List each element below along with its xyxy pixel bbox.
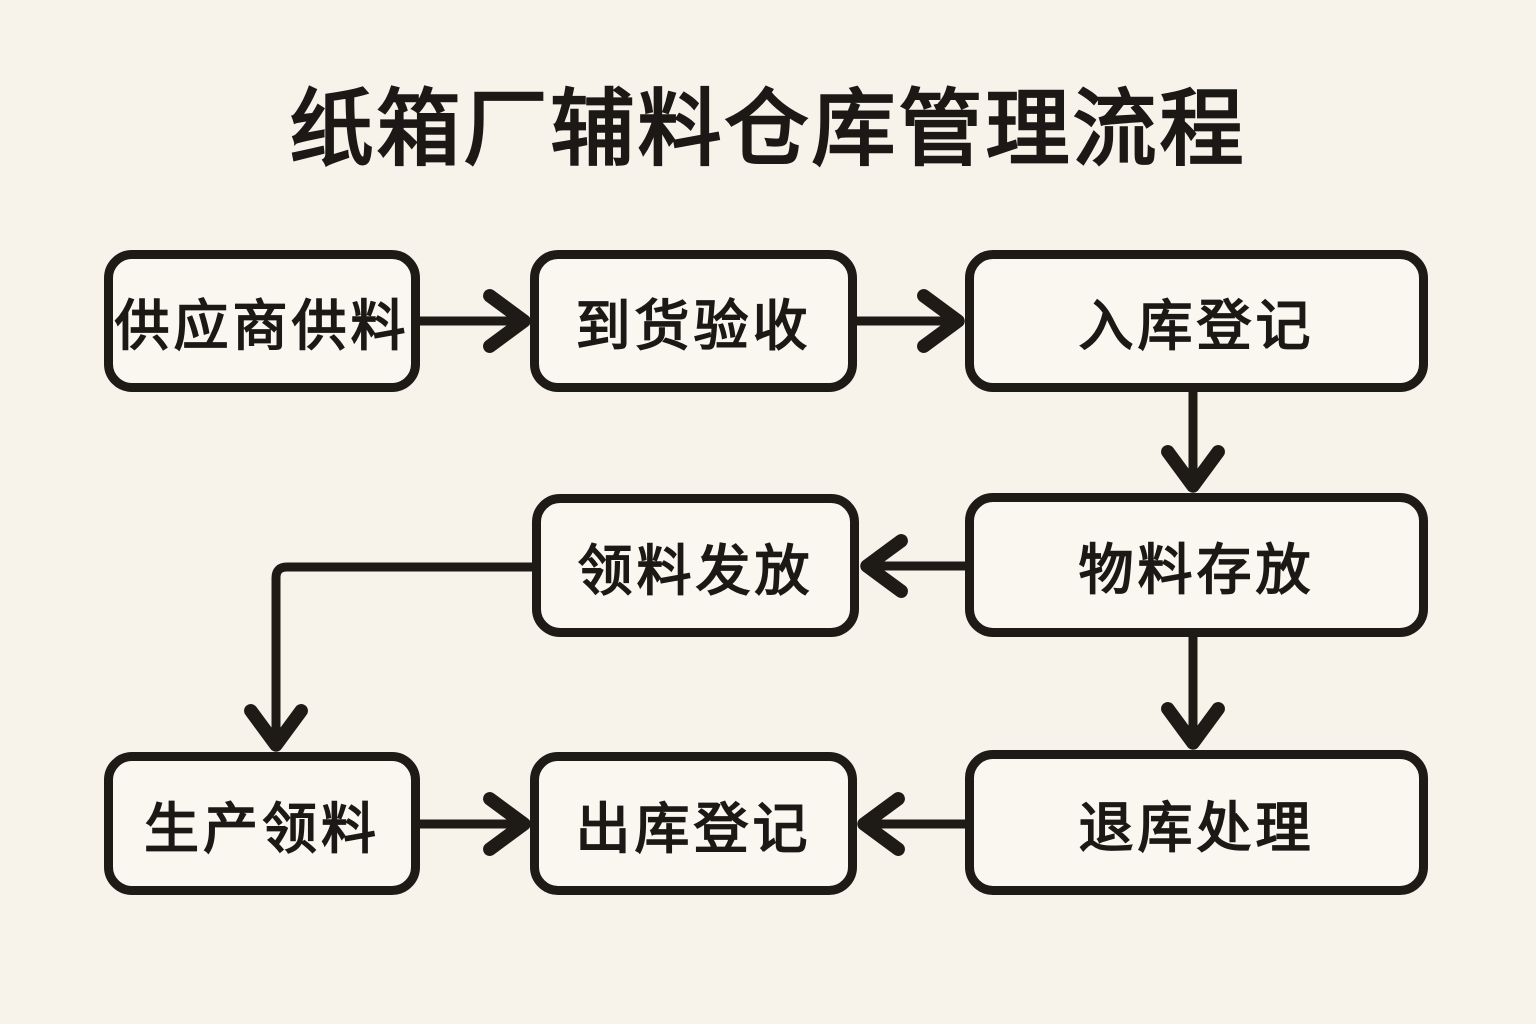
edge-material-issue-to-production-picking [244, 562, 532, 752]
flow-node-production-picking: 生产领料 [104, 752, 420, 895]
flow-node-label: 入库登记 [1078, 294, 1315, 358]
flow-node-label: 领料发放 [577, 538, 814, 603]
flow-node-return-processing: 退库处理 [965, 750, 1428, 895]
flow-node-material-issue: 领料发放 [532, 494, 859, 637]
flow-node-label: 生产领料 [143, 796, 380, 861]
flow-node-label: 物料存放 [1078, 538, 1315, 602]
flow-node-material-storage: 物料存放 [965, 493, 1428, 637]
flow-node-label: 出库登记 [575, 796, 812, 861]
flow-node-arrival-inspection: 到货验收 [530, 250, 857, 392]
flow-node-inbound-registration: 入库登记 [965, 250, 1428, 392]
page-title: 纸箱厂辅料仓库管理流程 [289, 80, 1247, 178]
flow-node-label: 供应商供料 [114, 294, 410, 358]
flow-node-label: 退库处理 [1078, 795, 1315, 860]
flow-node-supplier-supply: 供应商供料 [104, 250, 420, 392]
flow-node-label: 到货验收 [575, 294, 812, 358]
flow-node-outbound-registration: 出库登记 [530, 752, 857, 895]
